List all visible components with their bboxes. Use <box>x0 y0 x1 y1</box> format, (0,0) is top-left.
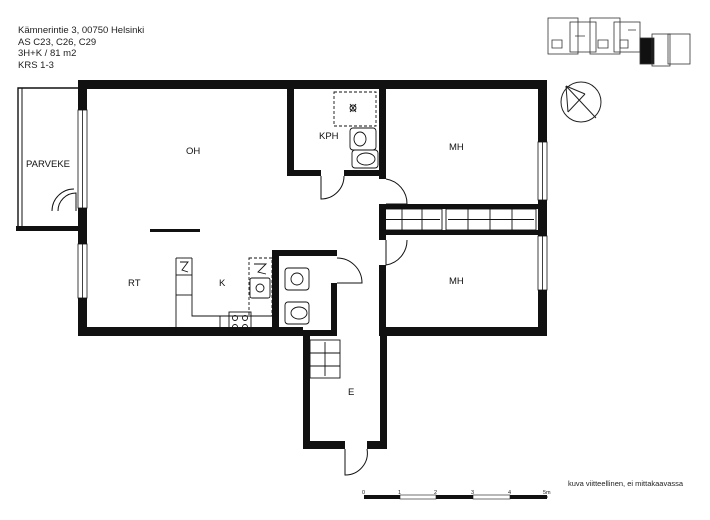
floors-text: KRS 1-3 <box>18 59 54 71</box>
scale-tick: 3 <box>471 490 474 496</box>
room-label-living: OH <box>186 146 200 157</box>
fridge-icon <box>180 261 189 273</box>
wardrobes <box>309 208 537 379</box>
inner-walls <box>150 89 538 336</box>
door-swing-icon <box>51 175 408 476</box>
scale-tick: 4 <box>508 490 511 496</box>
kitchen-cabinets <box>175 257 273 333</box>
windows <box>77 109 548 299</box>
room-label-kitchen: K <box>219 278 226 289</box>
toilet-icon <box>351 149 379 169</box>
room-label-dining: RT <box>128 278 141 289</box>
plan-info: Kämnerintie 3, 00750 Helsinki AS C23, C2… <box>18 25 144 71</box>
scale-tick: 2 <box>434 490 437 496</box>
wc-fixtures <box>284 267 310 325</box>
stove-icon <box>228 311 252 333</box>
room-label-bathroom: KPH <box>319 131 339 142</box>
outer-walls <box>78 80 547 449</box>
address-text: Kämnerintie 3, 00750 Helsinki <box>18 25 145 36</box>
compass-icon <box>560 81 602 123</box>
bathroom-fixtures <box>333 91 379 169</box>
room-label-bedroom-1: MH <box>449 142 464 153</box>
scale-tick: 0 <box>362 490 365 496</box>
disclaimer-note: kuva viitteellinen, ei mittakaavassa <box>568 479 684 488</box>
layout-text: 3H+K / 81 m2 <box>18 48 77 59</box>
balcony <box>16 87 80 231</box>
building-keyplan-icon <box>547 17 691 67</box>
washbasin-icon <box>284 267 310 291</box>
apartments-text: AS C23, C26, C29 <box>18 36 97 48</box>
scale-tick: 1 <box>398 490 401 496</box>
sink-icon <box>249 277 271 299</box>
shower-icon <box>349 104 357 112</box>
scale-tick: 5m <box>543 490 551 496</box>
room-label-entrance: E <box>348 387 354 398</box>
scale-bar: 0 1 2 3 4 5m <box>362 490 551 500</box>
room-label-balcony: PARVEKE <box>26 159 70 170</box>
room-label-bedroom-2: MH <box>449 276 464 287</box>
toilet-icon <box>284 301 310 325</box>
